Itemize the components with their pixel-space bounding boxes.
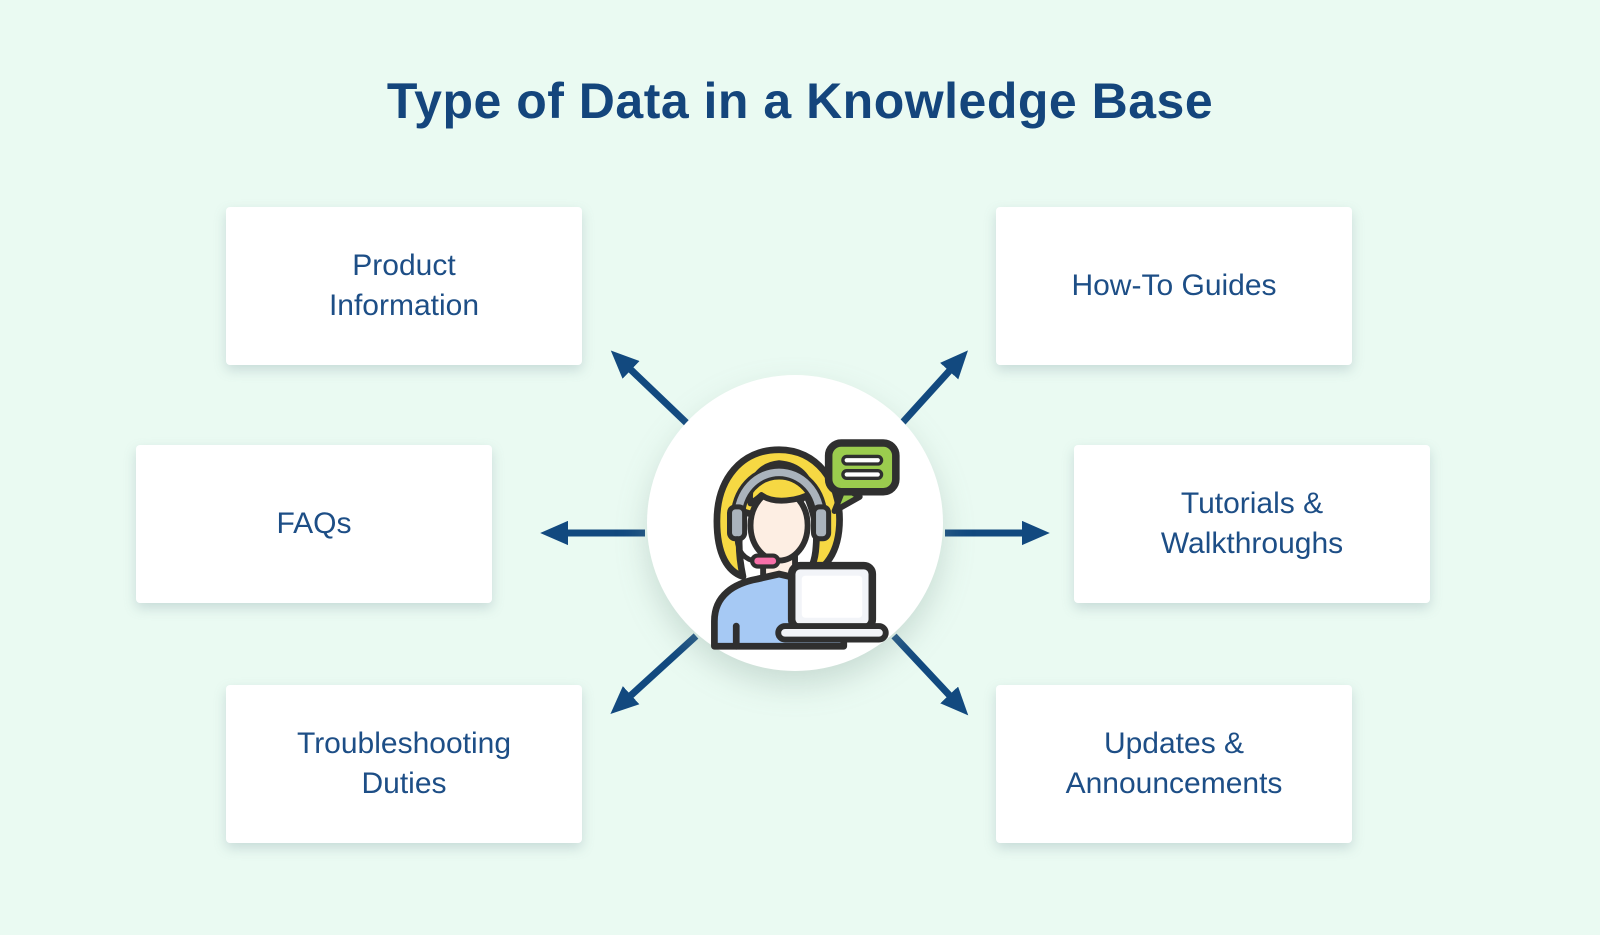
node-label: Tutorials & Walkthroughs <box>1160 487 1344 560</box>
node-label: FAQs <box>276 507 352 540</box>
node-card-tutorials-walkthroughs: Tutorials & Walkthroughs <box>1074 445 1430 603</box>
node-label: Updates & Announcements <box>1065 727 1283 800</box>
agent-figure <box>711 446 889 650</box>
center-circle <box>647 375 943 671</box>
node-card-updates-announcements: Updates & Announcements <box>996 685 1352 843</box>
node-card-faqs: FAQs <box>136 445 492 603</box>
node-card-product-information: Product Information <box>226 207 582 365</box>
node-label: How-To Guides <box>1071 269 1277 302</box>
support-agent-illustration <box>711 439 900 650</box>
diagram-title: Type of Data in a Knowledge Base <box>386 73 1214 129</box>
speech-bubble-icon <box>824 439 900 514</box>
laptop-icon <box>775 561 889 643</box>
node-card-how-to-guides: How-To Guides <box>996 207 1352 365</box>
mic <box>750 553 781 569</box>
node-label: Product Information <box>328 249 480 322</box>
node-label: Troubleshooting Duties <box>296 727 512 800</box>
headset-icon <box>727 465 832 569</box>
node-card-troubleshooting-duties: Troubleshooting Duties <box>226 685 582 843</box>
